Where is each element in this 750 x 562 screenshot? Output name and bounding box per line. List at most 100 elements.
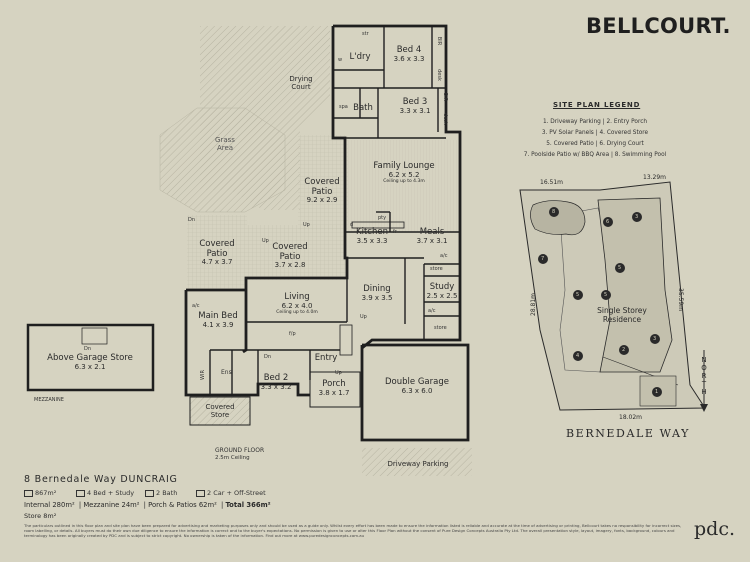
dn-label-2: Dn [264, 354, 272, 360]
ensuite-label: Ens [221, 369, 232, 376]
mezzanine-stair [81, 327, 108, 345]
site-dim-top-right: 13.29m [643, 174, 667, 181]
covered-store-outline [189, 396, 251, 426]
fireplace-label: f/p [289, 331, 296, 337]
north-arrow-head [700, 404, 708, 412]
land-icon [24, 489, 33, 497]
area-porch-patios: Porch & Patios 62m² [148, 501, 217, 509]
street-name: BERNEDALE WAY [566, 427, 690, 440]
site-marker-number: 4 [576, 353, 580, 359]
legend-row: 1. Driveway Parking | 2. Entry Porch [542, 119, 648, 125]
up-label-4: Up [335, 370, 342, 376]
driveway-parking: Driveway Parking [387, 460, 449, 468]
property-address: 8 Bernedale Way DUNCRAIG [24, 474, 178, 485]
bir-label: BIR [436, 36, 443, 46]
spa-label: spa [339, 104, 348, 110]
up-label-2: Up [262, 238, 269, 244]
site-plan [519, 181, 706, 411]
covered-patio-2-floor [187, 215, 247, 290]
kitchen-bench [351, 221, 405, 229]
stat-parking: 2 Car + Off-Street [196, 489, 266, 497]
ac-label: a/c [440, 253, 448, 259]
site-marker-number: 7 [541, 256, 545, 262]
areas-summary: Internal 280m² | Mezzanine 24m² | Porch … [24, 501, 271, 509]
mezzanine-label: MEZZANINE [34, 397, 64, 403]
covered-patio-3-floor [247, 225, 347, 280]
covered-patio-1-floor [298, 135, 348, 230]
mezzanine-outline [26, 323, 155, 392]
w-label: w [338, 57, 343, 63]
site-marker-number: 5 [604, 292, 608, 298]
dn-label: Dn [188, 217, 196, 223]
drying-court: Drying Court [289, 75, 313, 91]
legend-title: SITE PLAN LEGEND [553, 101, 641, 109]
ground-floor-label: GROUND FLOOR [215, 447, 265, 454]
legend-row: 3. PV Solar Panels | 4. Covered Store [541, 130, 649, 136]
desk-label-2: desk [441, 113, 448, 125]
site-marker-number: 1 [655, 389, 659, 395]
d-label: d [350, 222, 354, 228]
site-dim-left: 28.81m [530, 292, 537, 316]
site-dim-right: 35.59m [677, 288, 684, 312]
room-covered-store: Covered Store [205, 403, 235, 419]
room-laundry: L'dry [349, 52, 371, 62]
site-marker-number: 6 [606, 219, 610, 225]
site-marker-number: 5 [576, 292, 580, 298]
porch-outline [309, 371, 361, 408]
store-area: Store 8m² [24, 512, 57, 520]
site-markers [538, 207, 662, 397]
bath-icon [145, 489, 154, 497]
grass-area: Grass Area [215, 136, 235, 152]
brand-logo: BELLCOURT. [586, 14, 731, 38]
stat-bathrooms: 2 Bath [145, 489, 177, 497]
pdc-logo: pdc. [694, 518, 736, 540]
room-bath: Bath [353, 103, 373, 113]
area-total: Total 366m² [225, 501, 271, 509]
driveway-hatch [362, 448, 472, 476]
bir-label-2: BIR [442, 92, 449, 102]
area-internal: Internal 280m² [24, 501, 75, 509]
stat-land: 867m² [24, 489, 56, 497]
site-marker-number: 8 [552, 209, 556, 215]
site-marker-number: 3 [635, 214, 639, 220]
lounge-floor [348, 140, 460, 232]
site-marker-number: 2 [622, 347, 626, 353]
site-marker-number: 3 [653, 336, 657, 342]
site-dim-bottom: 18.02m [619, 414, 643, 421]
up-label: Up [303, 222, 310, 228]
car-icon [196, 489, 205, 497]
stat-bedrooms: 4 Bed + Study [76, 489, 134, 497]
store-label: store [430, 266, 443, 272]
room-entry: Entry [314, 353, 338, 363]
store-label-2: store [434, 325, 447, 331]
up-label-3: Up [360, 314, 367, 320]
grass-area-shape [159, 107, 286, 213]
site-marker-number: 5 [618, 265, 622, 271]
area-mezzanine: Mezzanine 24m² [83, 501, 140, 509]
ac-label-3: a/c [192, 303, 200, 309]
ac-label-2: a/c [428, 308, 436, 314]
pantry-label: pty [378, 215, 387, 221]
internal-walls [209, 26, 460, 395]
store-hatch [190, 395, 250, 425]
legend-row: 7. Poolside Patio w/ BBQ Area | 8. Swimm… [523, 152, 667, 158]
fridge-label: fr [393, 229, 397, 235]
str-label: str [362, 31, 369, 37]
disclaimer-text: The particulars outlined in this floor p… [24, 523, 682, 539]
desk-label: desk [435, 69, 442, 81]
site-residence-label: Single Storey Residence [597, 306, 647, 324]
